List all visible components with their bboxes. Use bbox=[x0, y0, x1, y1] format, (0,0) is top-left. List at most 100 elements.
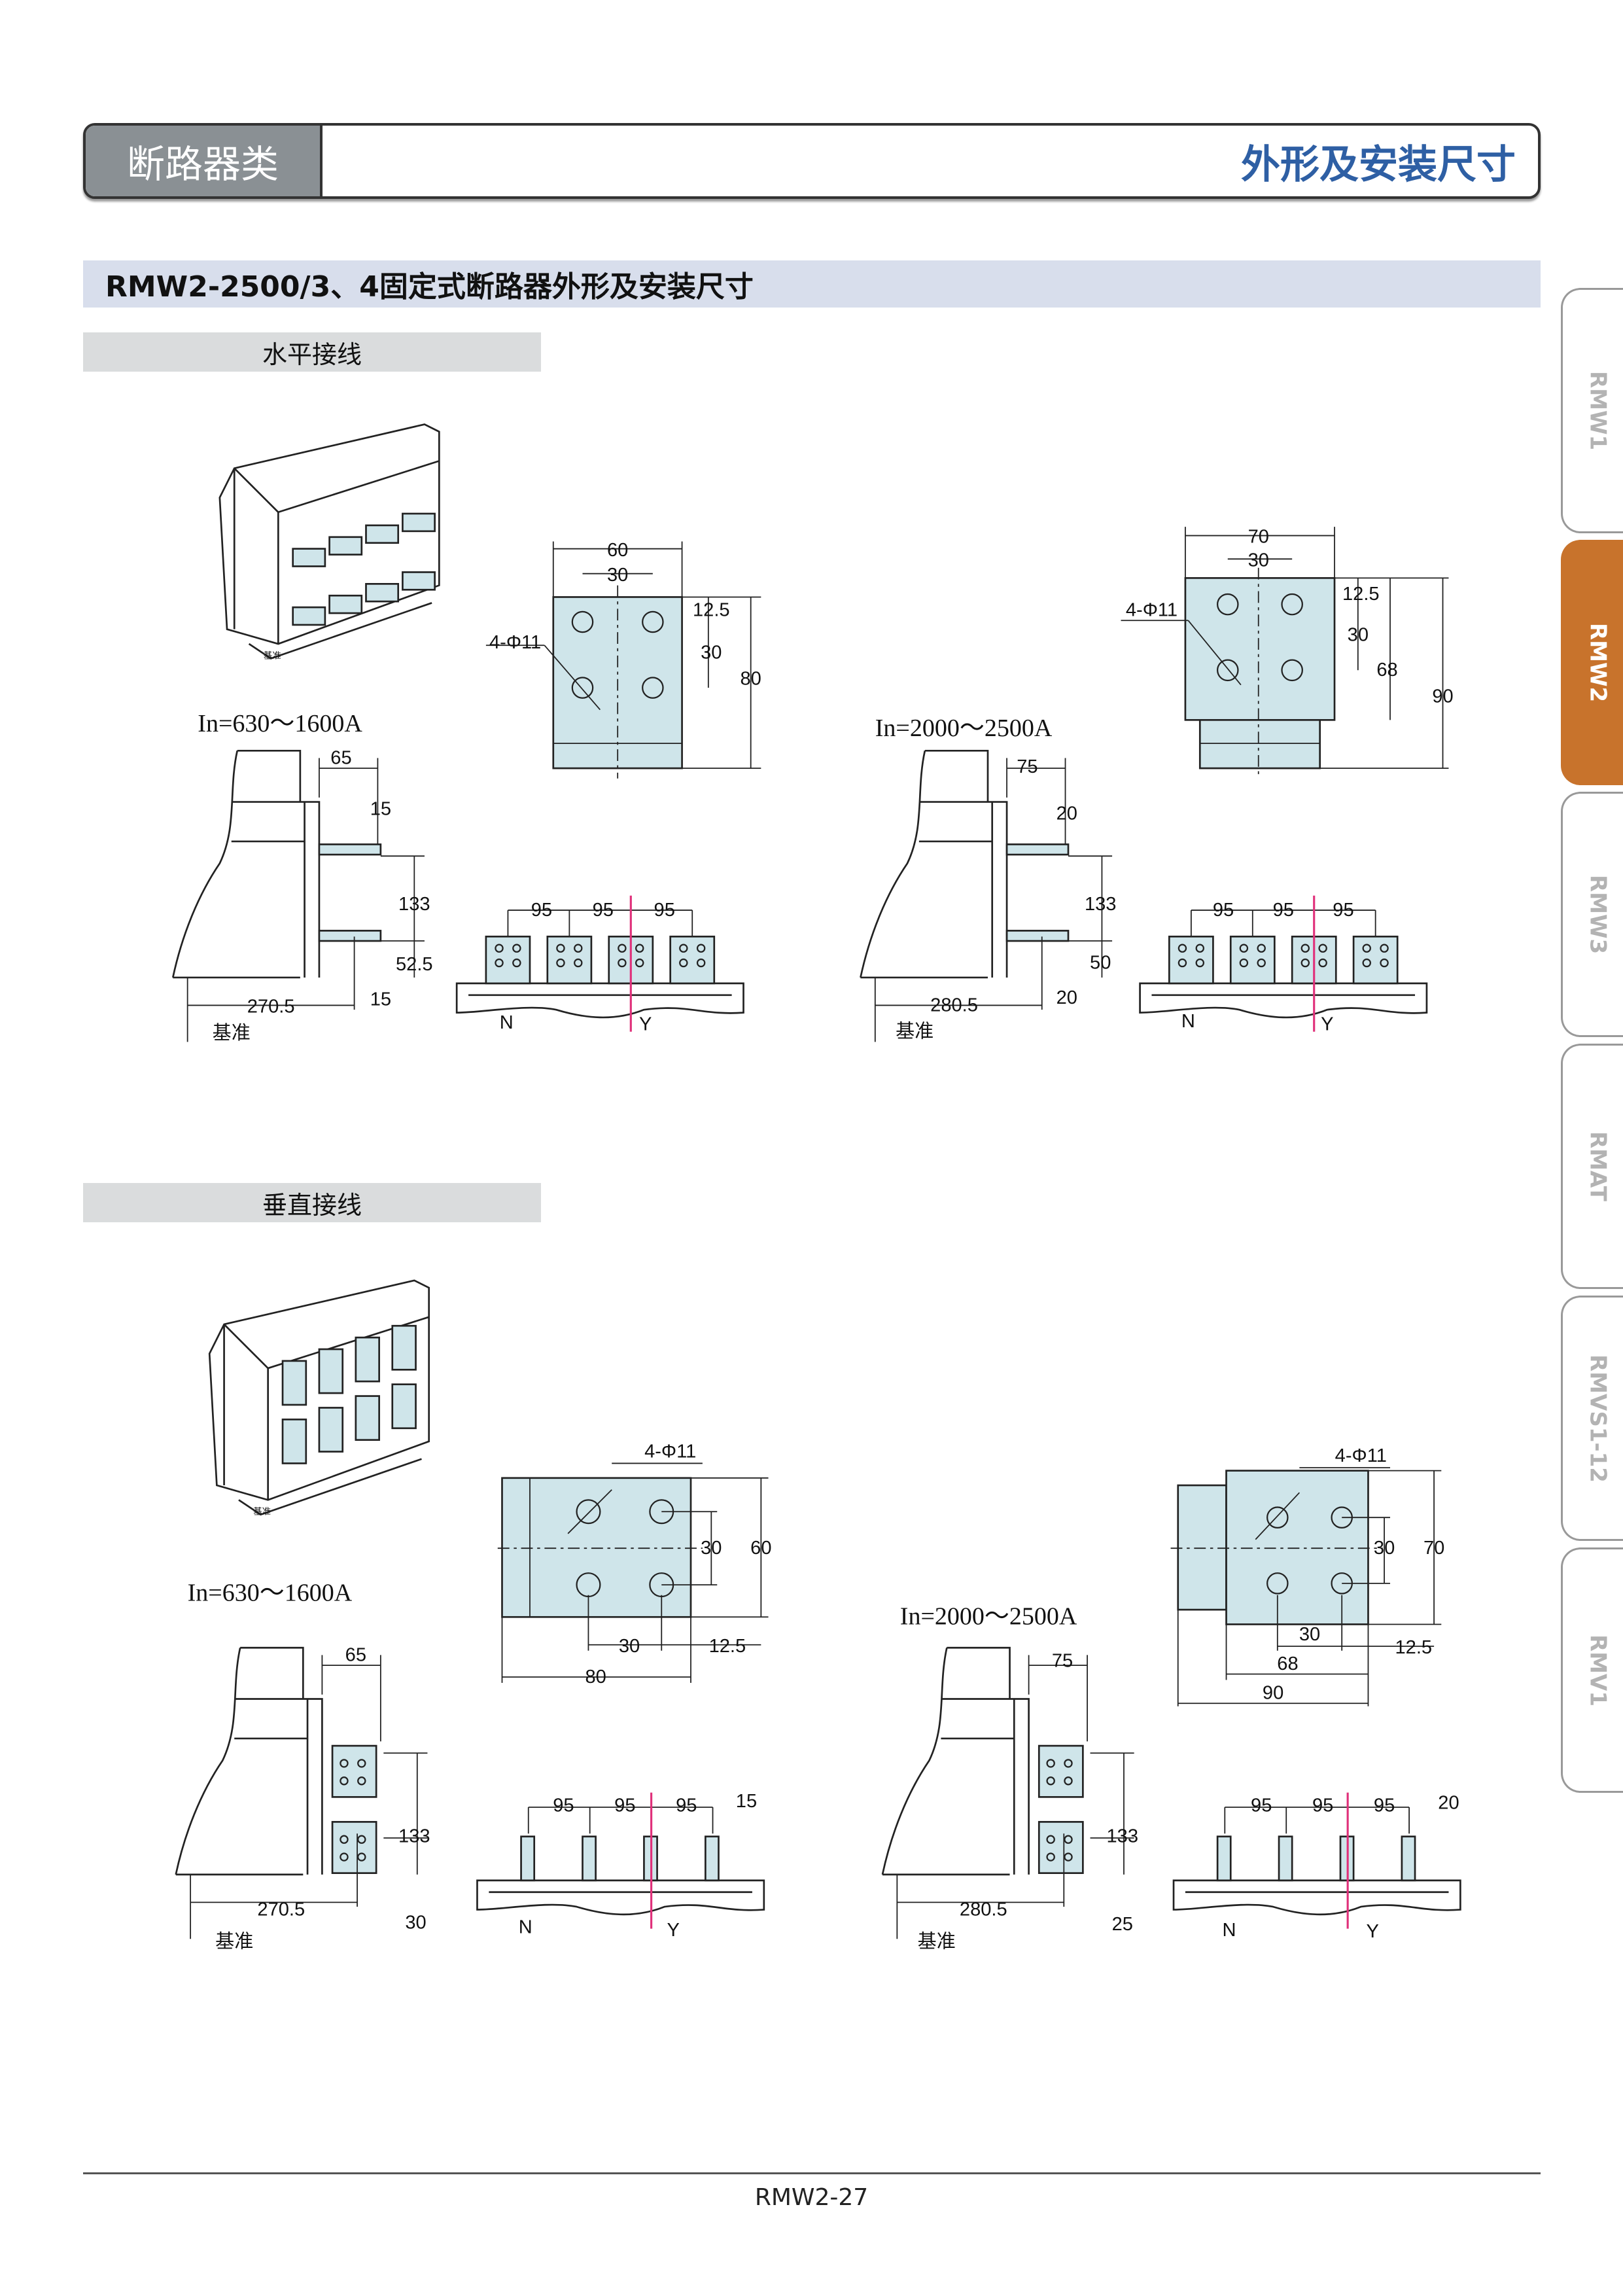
side-view bbox=[175, 1646, 428, 1939]
mounting-hole bbox=[1046, 1852, 1055, 1862]
dimension-label: 95 bbox=[1213, 900, 1234, 921]
base-outline bbox=[455, 982, 744, 1019]
dimension-label: 75 bbox=[1052, 1650, 1073, 1671]
footer-divider bbox=[83, 2172, 1541, 2174]
mounting-hole bbox=[495, 944, 504, 953]
mounting-hole bbox=[635, 944, 644, 953]
side-tab-rmw1[interactable]: RMW1 bbox=[1561, 288, 1623, 533]
dimension-label: 30 bbox=[619, 1636, 640, 1657]
dimension-label: 30 bbox=[1299, 1624, 1320, 1645]
phase-label: Y bbox=[1321, 1014, 1333, 1034]
mounting-hole bbox=[1318, 958, 1327, 968]
dimension-label: 95 bbox=[1333, 900, 1353, 921]
mounting-hole bbox=[1362, 958, 1371, 968]
dimension-label: 280.5 bbox=[960, 1899, 1007, 1920]
terminal-plate-back bbox=[1177, 1484, 1227, 1611]
terminal-bar bbox=[1229, 935, 1276, 985]
phase-label: Y bbox=[639, 1014, 652, 1034]
dimension-label: 65 bbox=[345, 1644, 366, 1665]
mounting-hole bbox=[1216, 659, 1239, 682]
mounting-hole bbox=[1318, 944, 1327, 953]
side-tab-rmvs1-12[interactable]: RMVS1-12 bbox=[1561, 1296, 1623, 1541]
side-tab-label: RMW1 bbox=[1584, 370, 1611, 451]
side-tab-rmw2[interactable]: RMW2 bbox=[1561, 540, 1623, 785]
mounting-hole bbox=[618, 958, 627, 968]
terminal-plate bbox=[1184, 577, 1336, 721]
breaker-body-outline bbox=[218, 423, 440, 645]
mounting-hole bbox=[696, 958, 706, 968]
dimension-line bbox=[1187, 620, 1242, 686]
terminal-bar bbox=[318, 1407, 344, 1453]
terminal-bar bbox=[1352, 935, 1399, 985]
dimension-label: 4-Φ11 bbox=[644, 1441, 696, 1462]
terminal-bar bbox=[331, 1821, 377, 1875]
datum-label: 基准 bbox=[896, 1021, 934, 1042]
terminal-bar bbox=[281, 1419, 307, 1464]
mounting-hole bbox=[556, 944, 565, 953]
base-outline bbox=[1172, 1879, 1461, 1916]
terminal-bar bbox=[328, 594, 363, 614]
dimension-label: 20 bbox=[1056, 803, 1077, 824]
rating-label: In=630～1600A bbox=[188, 1580, 353, 1607]
mounting-hole bbox=[340, 1852, 349, 1862]
dimension-label: 12.5 bbox=[1342, 584, 1380, 605]
breaker-side-outline bbox=[175, 1646, 323, 1876]
mounting-hole bbox=[1362, 944, 1371, 953]
mounting-hole bbox=[571, 610, 594, 633]
base-outline bbox=[476, 1879, 765, 1916]
subsection-horizontal-label: 水平接线 bbox=[83, 332, 541, 372]
mounting-hole bbox=[1195, 958, 1204, 968]
dimension-label: 60 bbox=[607, 540, 628, 561]
terminal-bar bbox=[1401, 1835, 1416, 1882]
mounting-hole bbox=[574, 958, 583, 968]
side-tab-rmv1[interactable]: RMV1 bbox=[1561, 1547, 1623, 1793]
terminal-bar bbox=[520, 1835, 536, 1882]
terminal-bar bbox=[1038, 1821, 1084, 1875]
dimension-label: 4-Φ11 bbox=[1335, 1445, 1387, 1466]
dimension-label: 95 bbox=[553, 1795, 574, 1816]
side-tab-rmw3[interactable]: RMW3 bbox=[1561, 792, 1623, 1037]
dimension-label: 12.5 bbox=[709, 1636, 746, 1657]
dimension-label: 133 bbox=[1106, 1826, 1138, 1847]
phase-label: N bbox=[519, 1916, 532, 1937]
dimension-line bbox=[1255, 1492, 1300, 1540]
mounting-hole bbox=[576, 1499, 601, 1525]
datum-label: 基准 bbox=[918, 1931, 956, 1952]
base-outline bbox=[1139, 982, 1428, 1019]
side-tab-rmat[interactable]: RMAT bbox=[1561, 1044, 1623, 1289]
dimension-label: 270.5 bbox=[247, 997, 295, 1017]
mounting-hole bbox=[357, 1852, 366, 1862]
dimension-label: 70 bbox=[1248, 527, 1269, 548]
dimension-line bbox=[544, 645, 601, 711]
terminal-bar bbox=[391, 1383, 417, 1430]
rating-label: In=2000～2500A bbox=[900, 1602, 1077, 1630]
section-title: RMW2-2500/3、4固定式断路器外形及安装尺寸 bbox=[83, 260, 1541, 308]
terminal-bar bbox=[318, 930, 382, 942]
bottom-view bbox=[455, 895, 744, 1032]
dimension-label: 4-Φ11 bbox=[1126, 600, 1178, 621]
phase-label: Y bbox=[667, 1920, 679, 1941]
mounting-hole bbox=[1064, 1835, 1073, 1844]
mounting-hole bbox=[1195, 944, 1204, 953]
side-tab-label: RMVS1-12 bbox=[1584, 1354, 1611, 1483]
datum-label: 基准 bbox=[264, 650, 281, 660]
dimension-label: 95 bbox=[614, 1795, 635, 1816]
mounting-hole bbox=[642, 610, 664, 633]
dimension-label: 280.5 bbox=[930, 995, 978, 1016]
dimension-label: 12.5 bbox=[693, 600, 730, 621]
terminal-bar bbox=[402, 512, 436, 533]
dimension-label: 50 bbox=[1090, 953, 1111, 974]
dimension-label: 95 bbox=[654, 900, 675, 921]
mounting-hole bbox=[1257, 958, 1266, 968]
side-view bbox=[881, 1646, 1134, 1939]
breaker-base-outline bbox=[238, 1458, 422, 1516]
mounting-hole bbox=[1239, 944, 1249, 953]
dimension-label: 133 bbox=[398, 894, 430, 915]
terminal-bar bbox=[1038, 1744, 1084, 1798]
mounting-hole bbox=[679, 944, 688, 953]
terminal-plate-lower bbox=[1198, 718, 1321, 769]
dimension-label: 90 bbox=[1432, 686, 1453, 707]
terminal-bar bbox=[328, 536, 363, 556]
phase-label: N bbox=[1223, 1920, 1236, 1941]
